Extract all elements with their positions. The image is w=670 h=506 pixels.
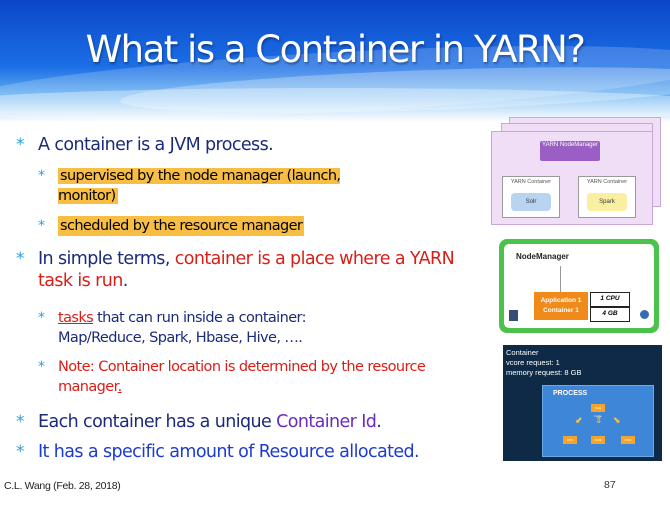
- cpu-chip: CPU: [563, 436, 577, 444]
- arrow-icon: ⬋: [575, 415, 583, 425]
- process-label: PROCESS: [553, 390, 588, 397]
- bullet-text: that can run inside a container: Map/Red…: [58, 310, 307, 346]
- bullet-1b: * scheduled by the resource manager: [38, 216, 418, 236]
- container-label: YARN Container: [586, 179, 628, 185]
- memory-request: memory request: 8 GB: [506, 368, 582, 377]
- container-label: YARN Container: [510, 179, 552, 185]
- ram-chip: RAM: [591, 436, 605, 444]
- bullet-text-wrap: supervised by the node manager (launch, …: [58, 166, 398, 206]
- bullet-text-wrap: tasks that can run inside a container: M…: [58, 308, 388, 348]
- tasks-link[interactable]: tasks: [58, 310, 94, 326]
- solr-box: Solr: [511, 193, 551, 211]
- bullet-1a: * supervised by the node manager (launch…: [38, 166, 418, 206]
- bullet-text-wrap: In simple terms, container is a place wh…: [38, 248, 463, 292]
- bullet-text: In simple terms,: [38, 249, 175, 269]
- bullet-2a: * tasks that can run inside a container:…: [38, 308, 398, 348]
- bullet-text: .: [117, 379, 123, 395]
- nodemanager-resource-figure: NodeManager Application 1 Container 1 1 …: [499, 239, 659, 333]
- bullet-star-icon: *: [16, 442, 25, 462]
- title-band: [0, 0, 670, 132]
- server-icon: [509, 310, 518, 321]
- cpu-box: 1 CPU: [590, 292, 630, 307]
- nodemanager-box: YARN NodeManager: [540, 141, 600, 161]
- bullet-text: Note: Container location is determined b…: [58, 359, 426, 395]
- bullet-star-icon: *: [38, 218, 45, 234]
- bullet-emphasis: Container Id: [276, 412, 377, 432]
- yarn-container-box: YARN Container Spark: [578, 176, 636, 218]
- bullet-text: Each container has a unique: [38, 412, 277, 432]
- slide-title: What is a Container in YARN?: [85, 28, 586, 71]
- vcore-request: vcore request: 1: [506, 358, 560, 367]
- disk-chip: DISK: [621, 436, 635, 444]
- nodemanager-label: NodeManager: [516, 252, 569, 261]
- task-code-chip: Task Code: [591, 404, 605, 418]
- highlighted-text: scheduled by the resource manager: [58, 216, 305, 236]
- figure-card: YARN NodeManager YARN Container Solr YAR…: [491, 131, 653, 225]
- bullet-star-icon: *: [16, 135, 25, 155]
- connector-line: [560, 266, 561, 292]
- figure-panel: NodeManager Application 1 Container 1 1 …: [504, 244, 654, 328]
- bullet-star-icon: *: [38, 359, 45, 375]
- bullet-4: * It has a specific amount of Resource a…: [16, 441, 476, 463]
- application-container-box: Application 1 Container 1: [534, 292, 588, 320]
- memory-box: 4 GB: [590, 307, 630, 322]
- yarn-container-box: YARN Container Solr: [502, 176, 560, 218]
- bullet-1: * A container is a JVM process.: [16, 134, 481, 156]
- bullet-star-icon: *: [16, 249, 25, 269]
- bullet-star-icon: *: [16, 412, 25, 432]
- highlighted-text: supervised by the node manager (launch, …: [58, 168, 341, 204]
- process-box: PROCESS Task Code ⬋ ⇕ ⬊ CPU RAM DISK: [542, 385, 654, 457]
- bullet-emphasis: container is a place where a YARN task i…: [38, 249, 455, 291]
- container-process-figure: Container vcore request: 1 memory reques…: [503, 345, 662, 461]
- bullet-2: * In simple terms, container is a place …: [16, 248, 466, 292]
- bullet-star-icon: *: [38, 310, 45, 326]
- arrow-icon: ⬊: [613, 415, 621, 425]
- page-number: 87: [604, 479, 616, 491]
- bullet-text: It has a specific amount of Resource all…: [38, 442, 420, 462]
- network-icon: [640, 310, 649, 319]
- arrow-icon: ⇕: [595, 415, 603, 425]
- footer-author: C.L. Wang (Feb. 28, 2018): [4, 480, 121, 492]
- bullet-2b: * Note: Container location is determined…: [38, 357, 458, 397]
- bullet-text-wrap: Note: Container location is determined b…: [58, 357, 453, 397]
- spark-box: Spark: [587, 193, 627, 211]
- bullet-text-wrap: Each container has a unique Container Id…: [38, 411, 382, 433]
- yarn-nodemanager-figure: YARN NodeManager YARN Container Solr YAR…: [491, 117, 664, 226]
- bullet-text: .: [376, 412, 382, 432]
- bullet-text: .: [122, 271, 129, 291]
- bullet-star-icon: *: [38, 168, 45, 184]
- bullet-3: * Each container has a unique Container …: [16, 411, 476, 433]
- container-heading: Container: [506, 348, 539, 357]
- bullet-text: A container is a JVM process.: [38, 135, 274, 155]
